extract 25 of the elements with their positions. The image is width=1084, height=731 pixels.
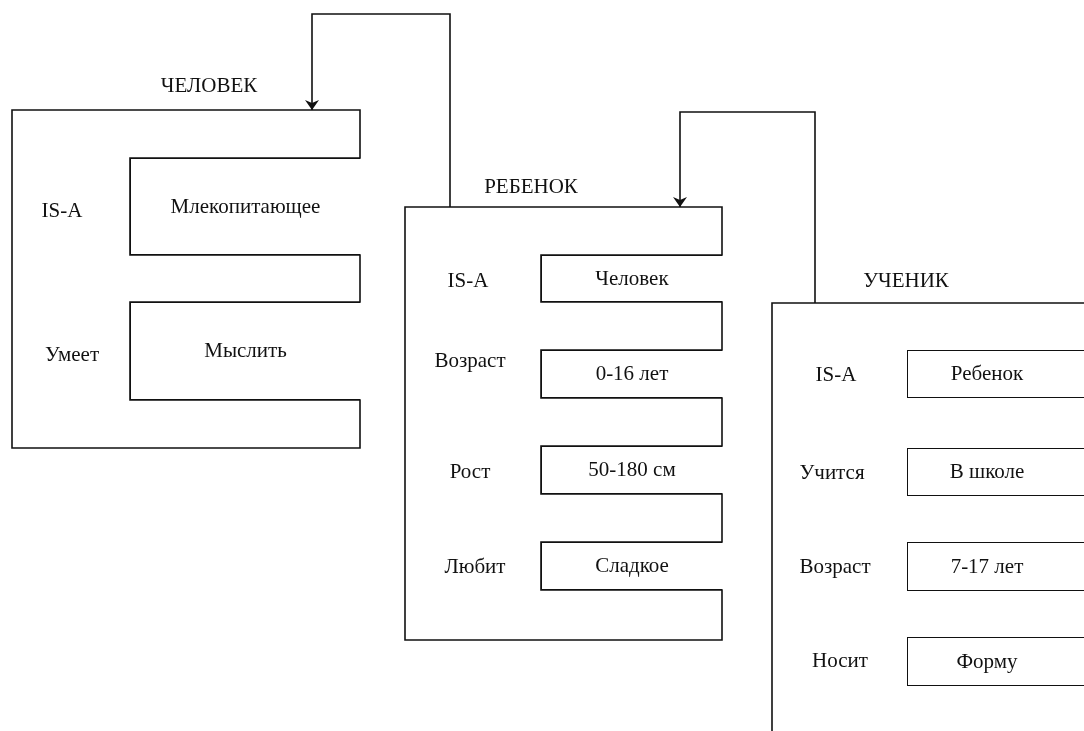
slot-value-box: 0-16 лет <box>541 350 722 398</box>
slot-name: IS-A <box>815 363 857 385</box>
slot-name: Возраст <box>799 555 871 577</box>
slot-value-box: Млекопитающее <box>130 158 360 255</box>
frame-title: РЕБЕНОК <box>484 175 578 197</box>
slot-value-box: Ребенок <box>907 350 1084 398</box>
slot-value-box: 7-17 лет <box>907 542 1084 591</box>
slot-value-box: 50-180 см <box>541 446 722 494</box>
slot-name: IS-A <box>41 199 83 221</box>
slot-value-box: Мыслить <box>130 302 360 400</box>
slot-value-box: Человек <box>541 255 722 302</box>
slot-name: Возраст <box>434 349 506 371</box>
arrow <box>673 111 816 304</box>
slot-name: IS-A <box>447 269 489 291</box>
slot-name: Любит <box>444 555 506 577</box>
slot-value-box: Форму <box>907 637 1084 686</box>
arrow <box>305 13 451 208</box>
slot-name: Носит <box>812 649 868 671</box>
slot-name: Рост <box>449 460 491 482</box>
frame-title: УЧЕНИК <box>863 269 949 291</box>
slot-value-box: Сладкое <box>541 542 722 590</box>
frame-title: ЧЕЛОВЕК <box>160 74 258 96</box>
slot-value-box: В школе <box>907 448 1084 496</box>
slot-name: Учится <box>799 461 865 483</box>
slot-name: Умеет <box>44 343 100 365</box>
